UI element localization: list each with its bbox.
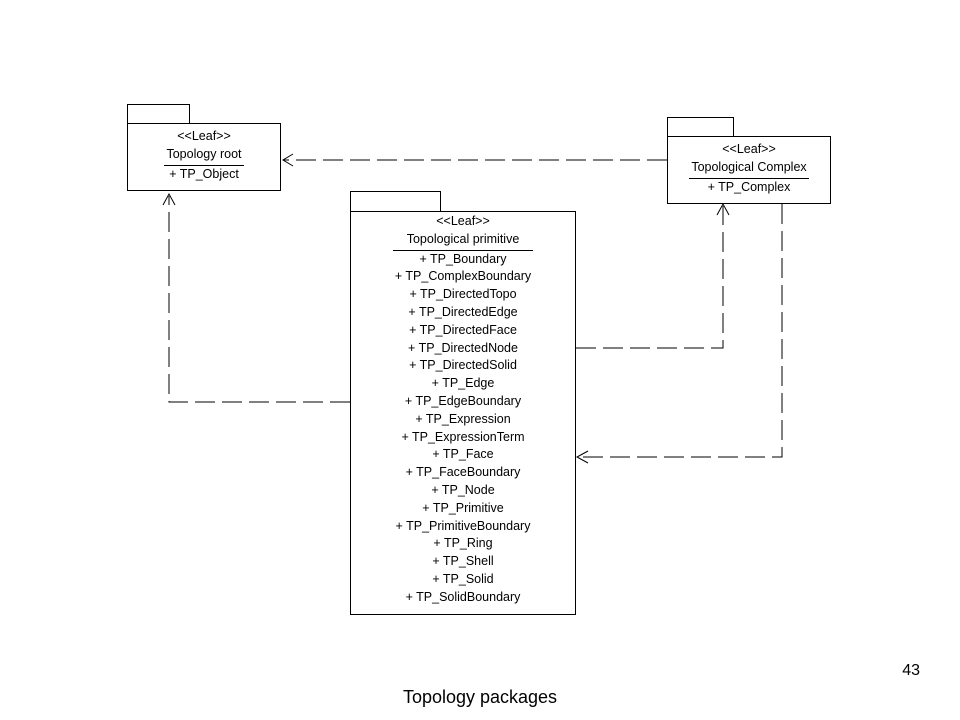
class-item: + TP_Node: [431, 482, 495, 497]
class-item: + TP_EdgeBoundary: [404, 393, 522, 408]
topology-root-package-tab: [127, 104, 190, 124]
arrowhead-complex-bottom: [716, 202, 730, 216]
package-name: Topological primitive: [392, 231, 534, 251]
class-item: + TP_Object: [169, 166, 239, 181]
package-name: Topology root: [164, 146, 244, 166]
class-item: + TP_PrimitiveBoundary: [395, 518, 531, 533]
package-stereotype: <<Leaf>>: [722, 142, 776, 156]
topological-primitive-package-tab: [350, 191, 441, 212]
class-item: + TP_Edge: [431, 376, 495, 391]
package-name: Topological Complex: [689, 159, 809, 179]
class-item: + TP_DirectedTopo: [409, 287, 517, 302]
class-item: + TP_ExpressionTerm: [401, 429, 525, 444]
class-item: + TP_Ring: [433, 536, 493, 551]
page-number: 43: [902, 662, 920, 679]
class-item: + TP_DirectedEdge: [408, 304, 518, 319]
package-stereotype: <<Leaf>>: [436, 214, 490, 228]
topological-primitive-package[interactable]: <<Leaf>> Topological primitive + TP_Boun…: [350, 211, 576, 615]
class-item: + TP_Expression: [415, 411, 511, 426]
class-item: + TP_Complex: [707, 179, 791, 194]
slide-caption: Topology packages: [402, 687, 558, 707]
class-item: + TP_Shell: [432, 554, 494, 569]
class-item: + TP_DirectedNode: [408, 340, 518, 355]
class-item: + TP_SolidBoundary: [405, 589, 521, 604]
dependency-complex-to-primitive: [579, 204, 783, 458]
dependency-primitive-to-root: [168, 196, 350, 403]
arrowhead-root-right: [282, 153, 294, 167]
topology-root-package[interactable]: <<Leaf>> Topology root + TP_Object: [127, 123, 281, 191]
class-item: + TP_ComplexBoundary: [394, 269, 532, 284]
class-item: + TP_Boundary: [419, 251, 507, 266]
class-item: + TP_DirectedSolid: [409, 358, 517, 373]
class-item: + TP_Solid: [432, 571, 494, 586]
arrowhead-primitive-right: [575, 450, 589, 464]
class-item: + TP_DirectedFace: [409, 322, 517, 337]
class-item: + TP_Face: [432, 447, 494, 462]
class-item: + TP_Primitive: [422, 500, 504, 515]
class-item: + TP_FaceBoundary: [405, 465, 521, 480]
topological-complex-package-tab: [667, 117, 734, 137]
arrowhead-root-bottom: [162, 192, 176, 206]
dependency-primitive-to-complex: [576, 206, 724, 349]
topological-complex-package[interactable]: <<Leaf>> Topological Complex + TP_Comple…: [667, 136, 831, 204]
package-stereotype: <<Leaf>>: [177, 129, 231, 143]
